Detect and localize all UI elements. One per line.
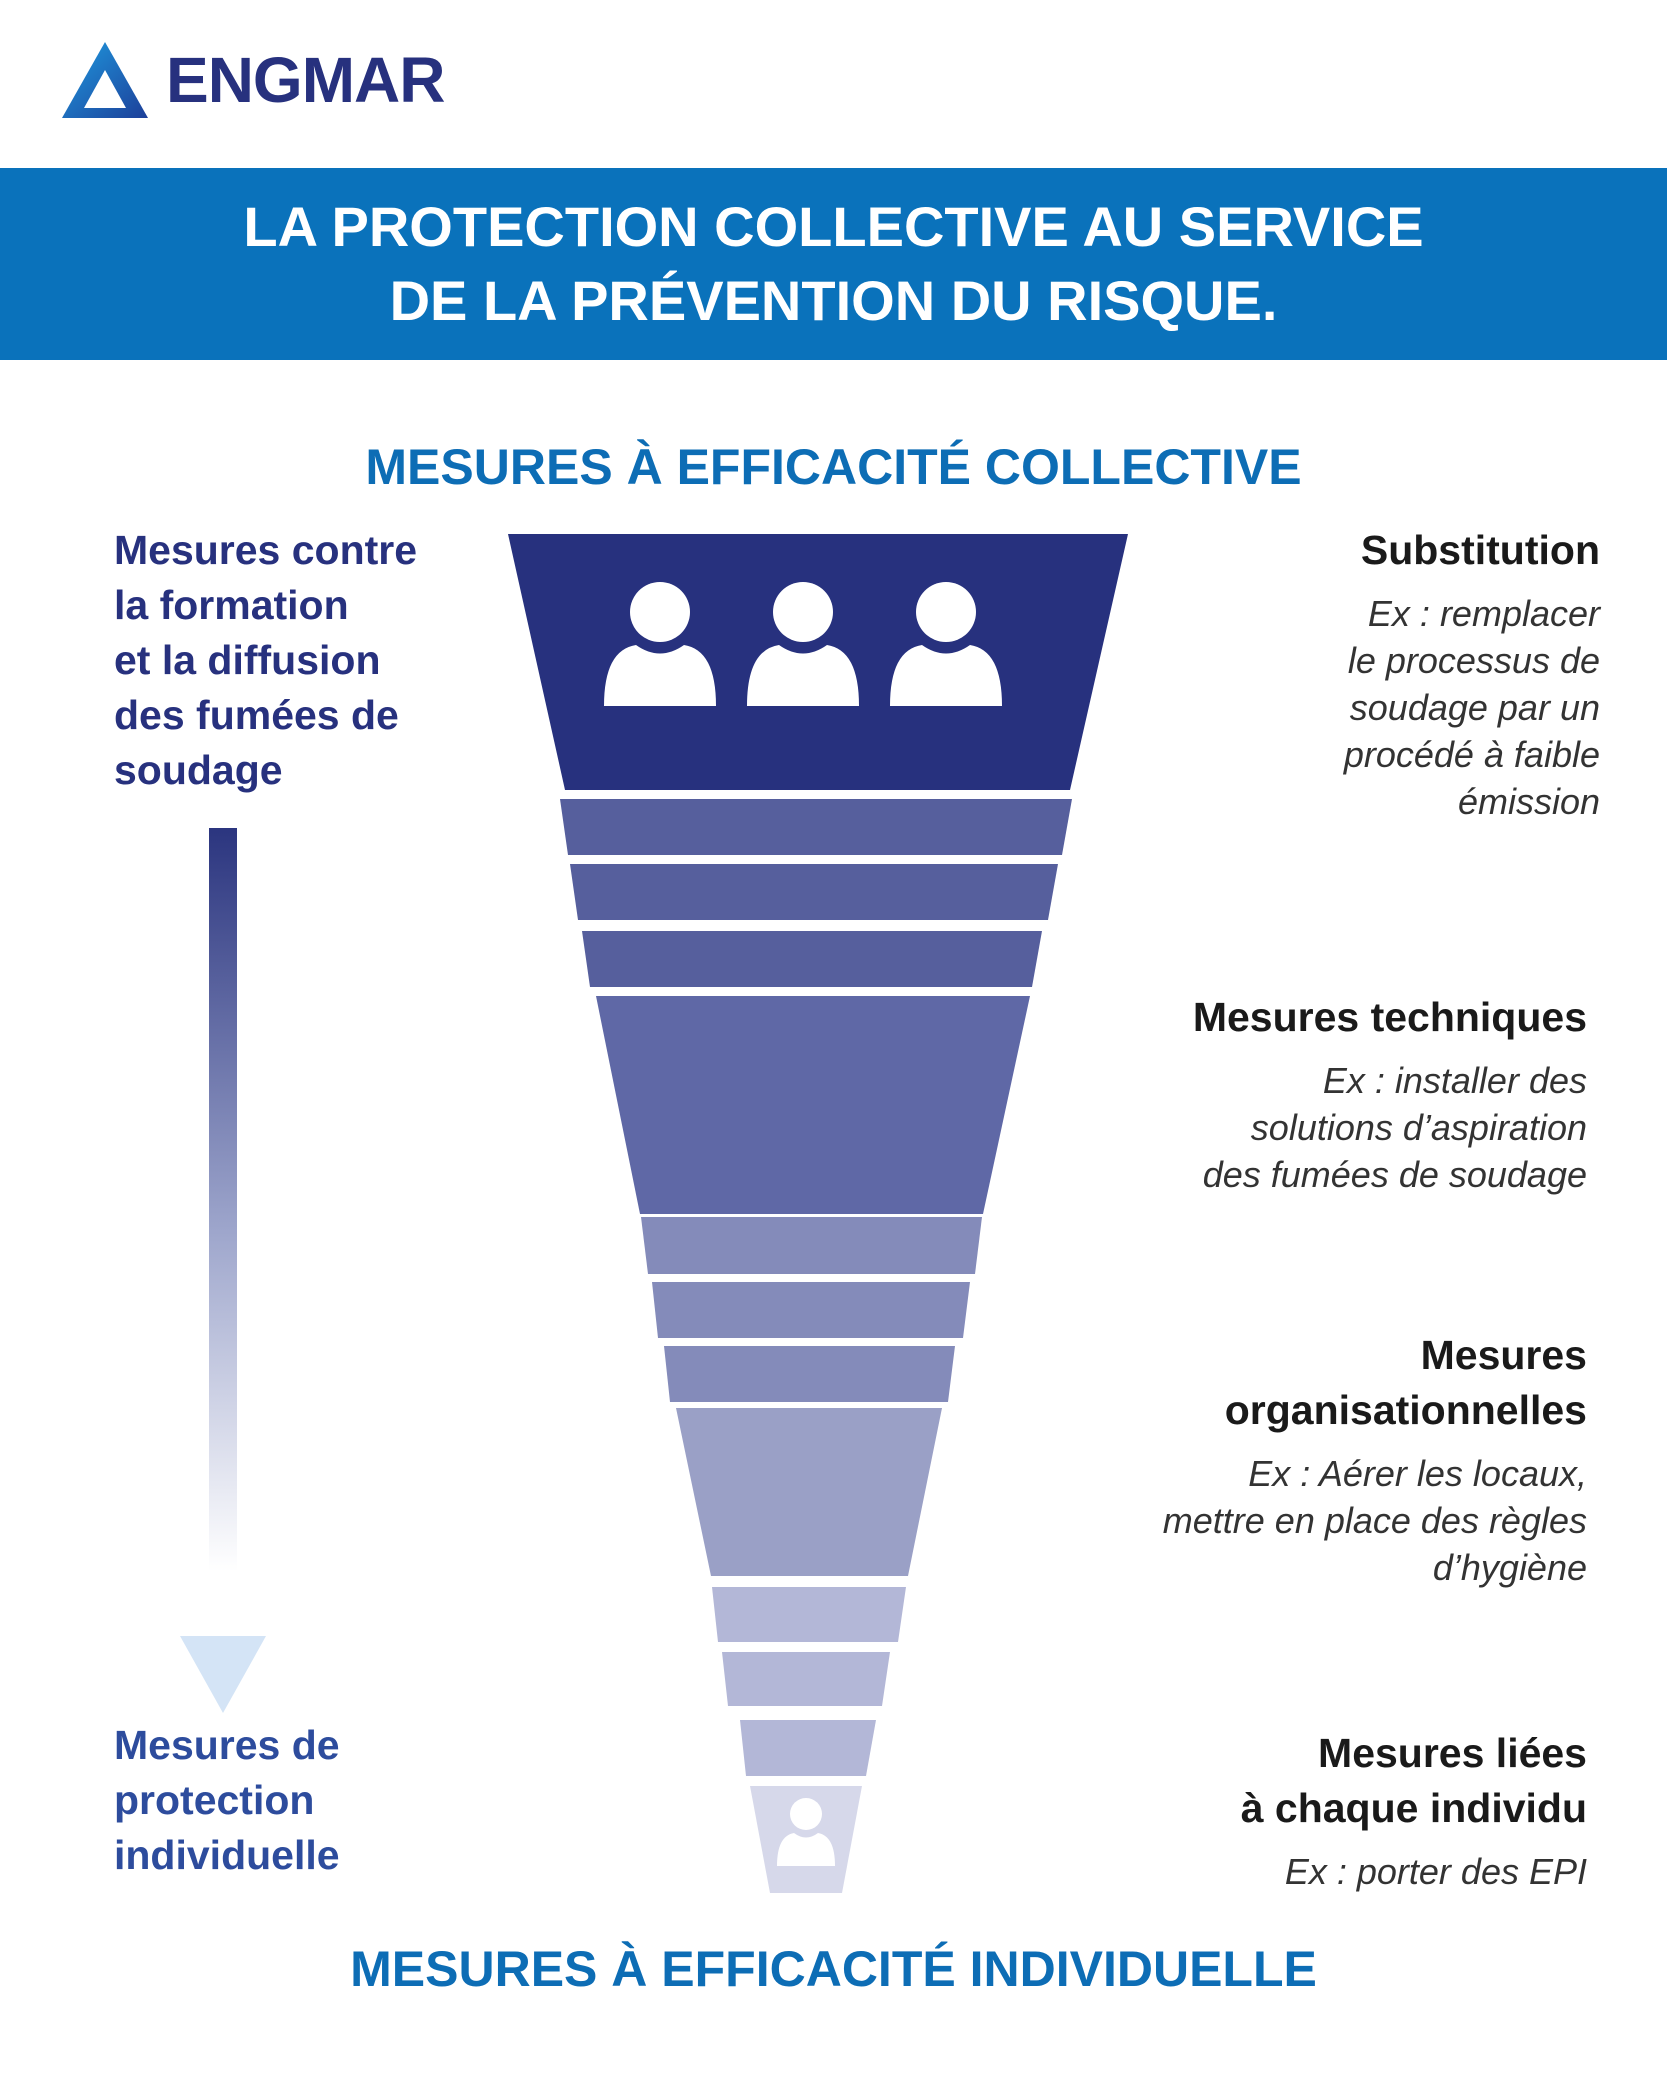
example-line: le processus de: [1347, 640, 1600, 681]
measure-substitution: Substitution Ex : remplacer le processus…: [1344, 523, 1600, 825]
person-icon: [604, 582, 716, 706]
example-line: d’hygiène: [1432, 1547, 1587, 1588]
person-icon: [747, 582, 859, 706]
left-top-line: et la diffusion: [114, 637, 381, 683]
measure-individuelles: Mesures liées à chaque individu Ex : por…: [1241, 1726, 1587, 1895]
example-line: solutions d’aspiration: [1250, 1107, 1587, 1148]
left-bottom-line: individuelle: [114, 1832, 340, 1878]
down-arrow-icon: [180, 828, 266, 1713]
left-top-text: Mesures contre la formation et la diffus…: [114, 523, 417, 798]
person-icon: [777, 1798, 835, 1866]
funnel-stripe: [570, 864, 1058, 920]
banner-title-line-2: DE LA PRÉVENTION DU RISQUE.: [389, 269, 1278, 332]
measure-example: Ex : Aérer les locaux, mettre en place d…: [1163, 1450, 1587, 1591]
funnel-stripe: [641, 1217, 982, 1274]
measure-title: Mesures: [1420, 1332, 1587, 1378]
left-top-line: des fumées de: [114, 692, 399, 738]
measure-title: organisationnelles: [1224, 1387, 1587, 1433]
individual-heading: MESURES À EFFICACITÉ INDIVIDUELLE: [350, 1941, 1317, 1997]
title-banner: LA PROTECTION COLLECTIVE AU SERVICE DE L…: [0, 168, 1667, 360]
funnel-stripe: [652, 1282, 970, 1338]
left-bottom-line: protection: [114, 1777, 315, 1823]
example-line: Ex : installer des: [1322, 1060, 1587, 1101]
example-line: soudage par un: [1349, 687, 1600, 728]
funnel-stripe: [712, 1587, 906, 1642]
measure-title: Mesures liées: [1318, 1730, 1587, 1776]
example-line: émission: [1457, 781, 1600, 822]
example-line: procédé à faible: [1343, 734, 1600, 775]
left-top-line: soudage: [114, 747, 283, 793]
funnel-stripe: [722, 1652, 890, 1706]
example-line: des fumées de soudage: [1202, 1154, 1587, 1195]
left-top-line: la formation: [114, 582, 349, 628]
measure-organisationnelles: Mesures organisationnelles Ex : Aérer le…: [1163, 1328, 1587, 1591]
funnel-stripe: [740, 1720, 876, 1776]
example-line: mettre en place des règles: [1162, 1500, 1587, 1541]
measure-title: à chaque individu: [1240, 1785, 1587, 1831]
example-line: Ex : remplacer: [1367, 593, 1600, 634]
funnel-level-techniques: [596, 996, 1030, 1214]
measure-example: Ex : installer des solutions d’aspiratio…: [1193, 1057, 1587, 1198]
brand-logo: ENGMAR: [62, 40, 445, 120]
funnel-stripe: [582, 931, 1042, 987]
banner-title-line-1: LA PROTECTION COLLECTIVE AU SERVICE: [243, 195, 1424, 258]
measure-title: Mesures techniques: [1192, 994, 1587, 1040]
left-bottom-line: Mesures de: [114, 1722, 340, 1768]
funnel-stripe: [560, 799, 1072, 855]
left-bottom-text: Mesures de protection individuelle: [114, 1718, 340, 1883]
measure-example: Ex : porter des EPI: [1241, 1848, 1587, 1895]
example-line: Ex : porter des EPI: [1284, 1851, 1587, 1892]
funnel-stripe: [664, 1346, 955, 1402]
person-icon: [890, 582, 1002, 706]
funnel-level-organisationnelles: [676, 1408, 942, 1576]
measure-title: Substitution: [1360, 527, 1600, 573]
left-top-line: Mesures contre: [114, 527, 418, 573]
measure-techniques: Mesures techniques Ex : installer des so…: [1193, 990, 1587, 1198]
brand-name: ENGMAR: [166, 44, 445, 116]
example-line: Ex : Aérer les locaux,: [1248, 1453, 1587, 1494]
triangle-logo-icon: [62, 42, 148, 118]
measure-example: Ex : remplacer le processus de soudage p…: [1344, 590, 1600, 825]
collective-heading: MESURES À EFFICACITÉ COLLECTIVE: [365, 439, 1302, 495]
